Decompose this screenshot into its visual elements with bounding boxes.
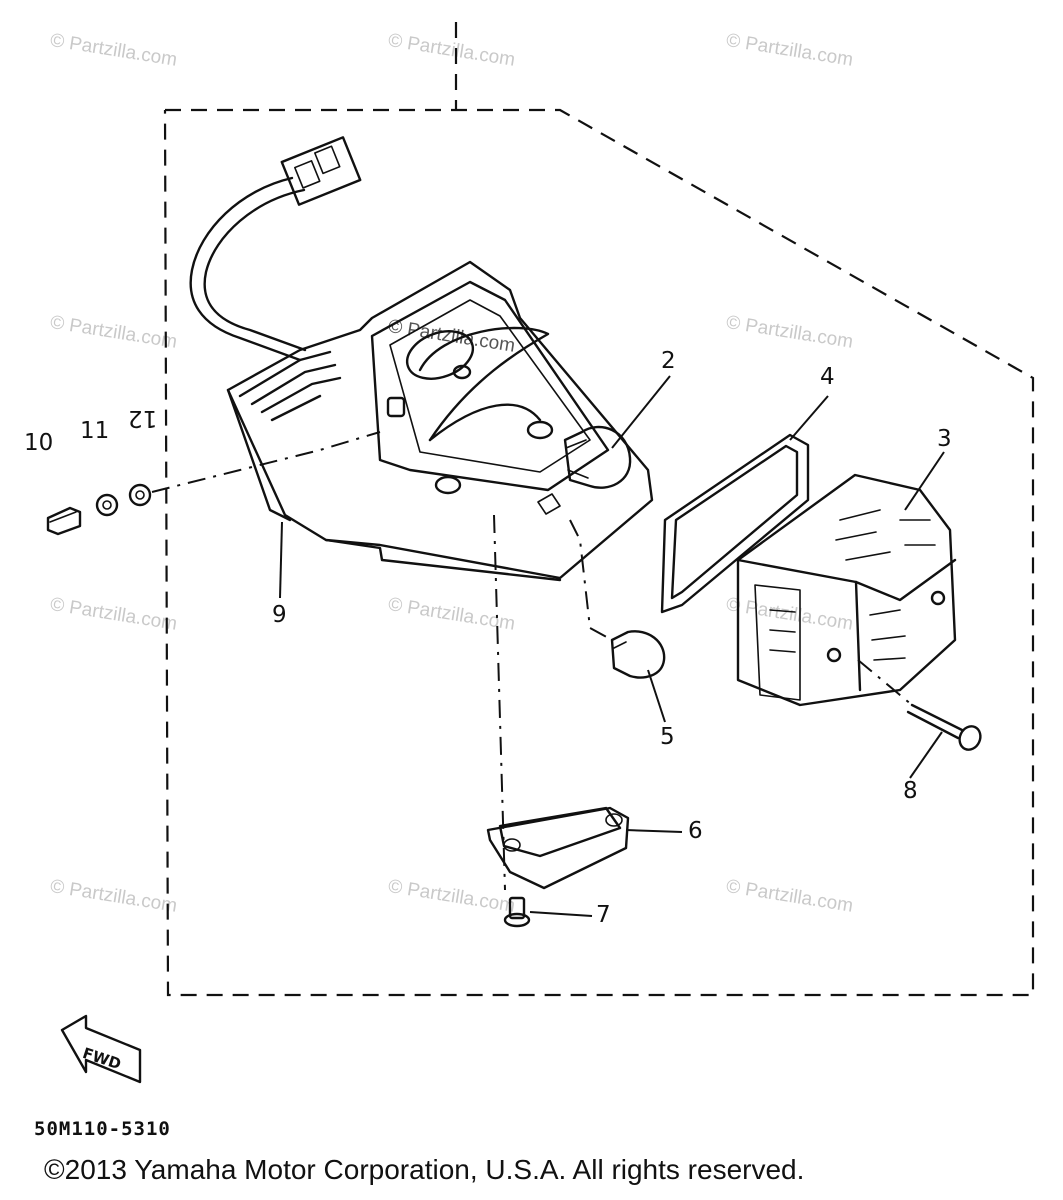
rear-lens — [736, 473, 957, 707]
callout-5: 5 — [660, 724, 675, 750]
fwd-arrow-icon — [60, 1014, 142, 1084]
copyright-notice: ©2013 Yamaha Motor Corporation, U.S.A. A… — [44, 1154, 805, 1185]
fasteners-10-11-12 — [46, 483, 152, 536]
lens-gasket — [660, 433, 810, 614]
lower-cover — [486, 806, 630, 890]
callout-3: 3 — [937, 426, 952, 452]
callout-7: 7 — [596, 902, 611, 928]
callout-12: 12 — [128, 405, 158, 431]
callout-2: 2 — [661, 348, 676, 374]
screw-7 — [503, 896, 531, 928]
screw-8 — [906, 703, 982, 751]
callout-8: 8 — [903, 778, 918, 804]
wire-harness — [189, 136, 362, 362]
assembly-boundary — [163, 22, 1035, 997]
callout-11: 11 — [80, 418, 110, 444]
small-bulb — [610, 630, 666, 679]
callout-9: 9 — [272, 602, 287, 628]
callout-4: 4 — [820, 364, 835, 390]
callout-6: 6 — [688, 818, 703, 844]
callout-10: 10 — [24, 430, 54, 456]
callout-leaders — [279, 375, 945, 917]
assembly-lines — [151, 431, 913, 891]
diagram-code: 50M110-5310 — [34, 1118, 171, 1140]
license-light-housing — [226, 260, 654, 582]
